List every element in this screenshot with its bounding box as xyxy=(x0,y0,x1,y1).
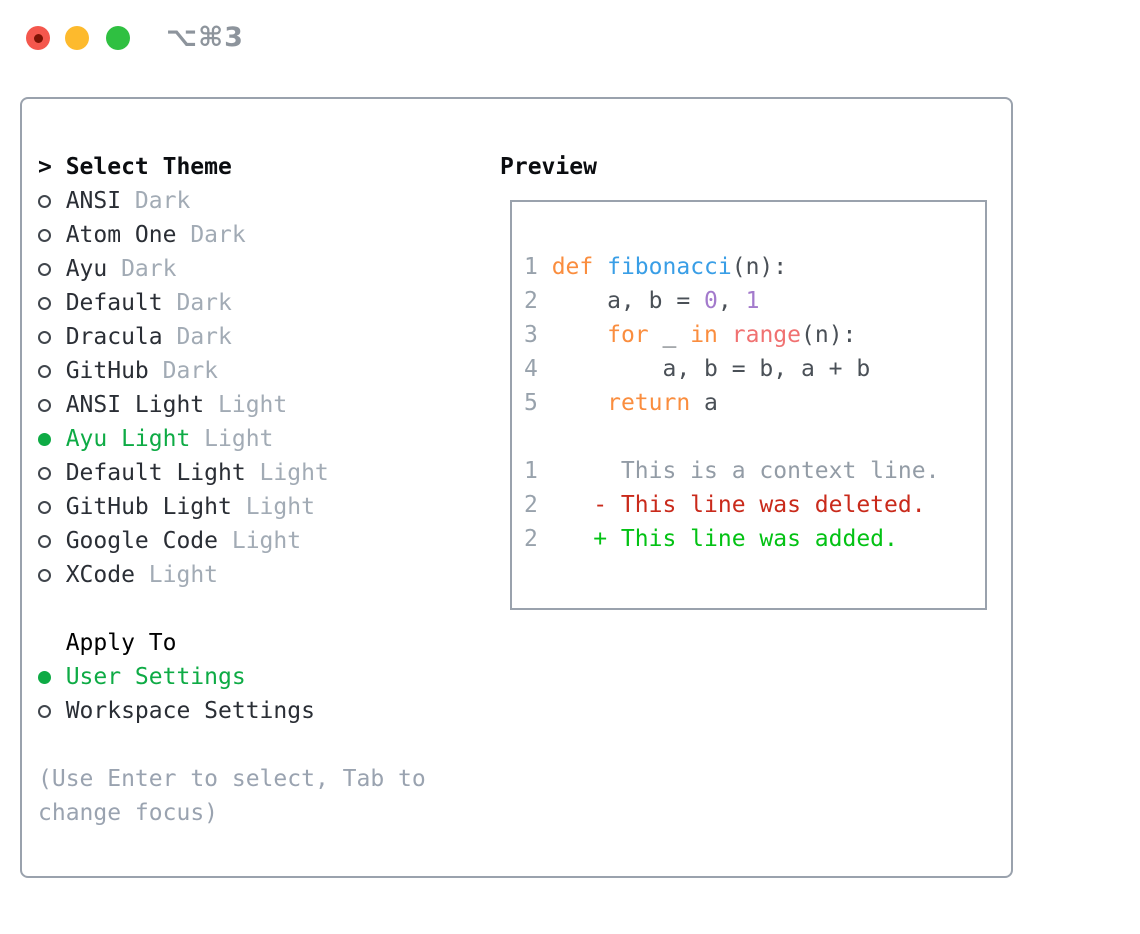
radio-selected-icon xyxy=(38,432,52,446)
minimize-button[interactable] xyxy=(65,26,89,50)
title-bar: ⌥⌘3 xyxy=(0,0,1140,75)
apply-to-header: Apply To xyxy=(38,626,426,660)
radio-icon xyxy=(38,568,52,582)
radio-icon xyxy=(38,500,52,514)
radio-selected-icon xyxy=(38,670,52,684)
line-number: 2 xyxy=(524,492,538,518)
code-line: 3 for _ in range(n): xyxy=(524,322,857,348)
apply-option-user-settings[interactable]: User Settings xyxy=(38,660,426,694)
apply-option-label: Workspace Settings xyxy=(65,698,315,724)
theme-variant: Light xyxy=(148,562,219,588)
theme-option-google-code[interactable]: Google Code Light xyxy=(38,524,426,558)
theme-option-ayu-light[interactable]: Ayu Light Light xyxy=(38,422,426,456)
line-number: 5 xyxy=(524,390,538,416)
radio-icon xyxy=(38,262,52,276)
theme-variant: Dark xyxy=(176,290,232,316)
code-line: 5 return a xyxy=(524,390,718,416)
theme-option-label: Default xyxy=(65,290,163,316)
theme-variant: Dark xyxy=(134,188,191,214)
theme-option-github-light[interactable]: GitHub Light Light xyxy=(38,490,426,524)
spacer-row xyxy=(38,592,426,626)
apply-option-label: User Settings xyxy=(65,664,246,690)
theme-variant: Dark xyxy=(162,358,219,384)
theme-option-label: Default Light xyxy=(65,460,246,486)
line-number: 4 xyxy=(524,356,538,382)
theme-option-label: Ayu xyxy=(65,256,108,282)
hint-line-1: (Use Enter to select, Tab to xyxy=(38,766,426,792)
code-line: 2 a, b = 0, 1 xyxy=(524,288,760,314)
theme-option-label: ANSI Light xyxy=(65,392,205,418)
theme-option-label: GitHub Light xyxy=(65,494,232,520)
line-number: 3 xyxy=(524,322,538,348)
radio-icon xyxy=(38,364,52,378)
theme-option-label: Atom One xyxy=(65,222,177,248)
theme-option-atom-one[interactable]: Atom One Dark xyxy=(38,218,426,252)
radio-icon xyxy=(38,534,52,548)
apply-to-title: Apply To xyxy=(65,630,177,656)
radio-icon xyxy=(38,296,52,310)
theme-variant: Light xyxy=(231,528,302,554)
theme-option-xcode[interactable]: XCode Light xyxy=(38,558,426,592)
theme-option-ayu[interactable]: Ayu Dark xyxy=(38,252,426,286)
theme-option-default-light[interactable]: Default Light Light xyxy=(38,456,426,490)
code-line: 4 a, b = b, a + b xyxy=(524,356,871,382)
theme-variant: Light xyxy=(204,426,274,452)
spacer-row xyxy=(38,728,426,762)
panel-title: Select Theme xyxy=(65,154,232,180)
theme-option-label: XCode xyxy=(65,562,135,588)
radio-icon xyxy=(38,330,52,344)
code-preview: 1 def fibonacci(n): 2 a, b = 0, 1 3 for _ … xyxy=(512,202,985,556)
line-number: 2 xyxy=(524,288,538,314)
theme-option-ansi[interactable]: ANSI Dark xyxy=(38,184,426,218)
line-number: 2 xyxy=(524,526,538,552)
radio-icon xyxy=(38,228,52,242)
preview-pane: 1 def fibonacci(n): 2 a, b = 0, 1 3 for _ … xyxy=(510,200,987,610)
theme-option-label: Ayu Light xyxy=(65,426,191,452)
code-sample: 1 def fibonacci(n): 2 a, b = 0, 1 3 for _ … xyxy=(524,250,985,420)
zoom-button[interactable] xyxy=(106,26,130,50)
code-line: 1 def fibonacci(n): xyxy=(524,254,788,280)
radio-icon xyxy=(38,398,52,412)
theme-variant: Dark xyxy=(190,222,246,248)
close-button[interactable] xyxy=(26,26,50,50)
theme-option-github[interactable]: GitHub Dark xyxy=(38,354,426,388)
unsaved-dot-icon xyxy=(33,33,43,43)
prompt-caret-icon: > xyxy=(38,154,52,180)
radio-icon xyxy=(38,194,52,208)
apply-option-workspace-settings[interactable]: Workspace Settings xyxy=(38,694,426,728)
diff-line: 1 This is a context line. xyxy=(524,458,940,484)
theme-variant: Light xyxy=(218,392,288,418)
preview-title: Preview xyxy=(500,154,597,180)
theme-variant: Light xyxy=(245,494,315,520)
theme-option-label: ANSI xyxy=(65,188,122,214)
theme-variant: Dark xyxy=(176,324,232,350)
theme-option-ansi-light[interactable]: ANSI Light Light xyxy=(38,388,426,422)
radio-icon xyxy=(38,466,52,480)
line-number: 1 xyxy=(524,254,538,280)
panel-header: > Select Theme xyxy=(38,150,426,184)
theme-option-label: GitHub xyxy=(65,358,149,384)
hint-line-2: change focus) xyxy=(38,800,219,826)
theme-variant: Dark xyxy=(121,256,177,282)
line-number: 1 xyxy=(524,458,538,484)
diff-sample: 1 This is a context line. 2 - This line w… xyxy=(524,454,985,556)
radio-icon xyxy=(38,704,52,718)
window-shortcut-label: ⌥⌘3 xyxy=(166,22,244,53)
theme-option-dracula[interactable]: Dracula Dark xyxy=(38,320,426,354)
theme-variant: Light xyxy=(259,460,329,486)
theme-option-label: Dracula xyxy=(65,324,163,350)
diff-line: 2 - This line was deleted. xyxy=(524,492,926,518)
theme-option-label: Google Code xyxy=(65,528,219,554)
diff-line: 2 + This line was added. xyxy=(524,526,898,552)
theme-option-default[interactable]: Default Dark xyxy=(38,286,426,320)
